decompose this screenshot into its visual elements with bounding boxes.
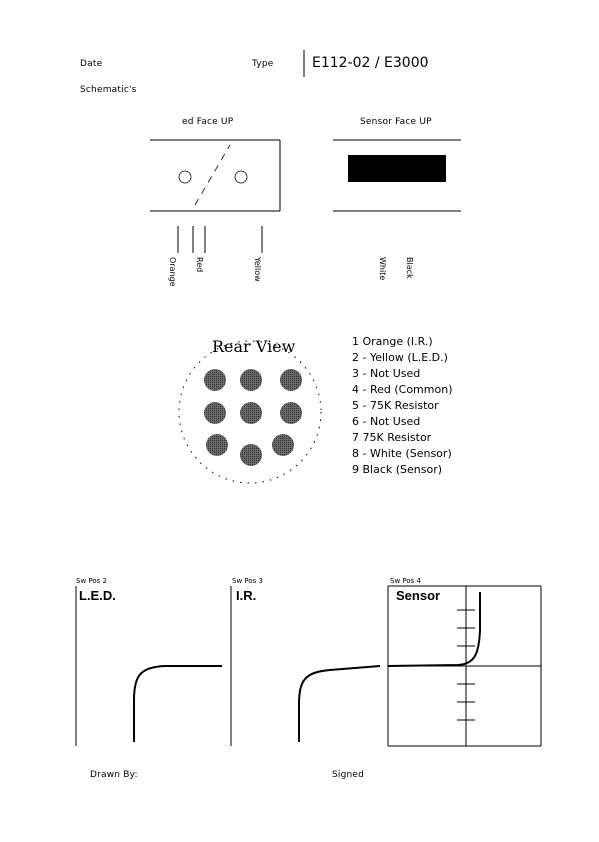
pin-item: 6 - Not Used [352, 415, 421, 428]
connector-pin [204, 369, 226, 391]
pin-item: 5 - 75K Resistor [352, 399, 439, 412]
type-value: E112-02 / E3000 [312, 55, 429, 71]
graph-pos-label-sensor: Sw Pos 4 [390, 577, 421, 585]
rear-view-title: Rear View [212, 337, 296, 356]
pin-item: 3 - Not Used [352, 367, 421, 380]
switch-diagram-title: ed Face UP [182, 117, 234, 127]
connector-pin [240, 402, 262, 424]
pin-list: 1 Orange (I.R.) 2 - Yellow (L.E.D.) 3 - … [352, 334, 452, 478]
pin-item: 4 - Red (Common) [352, 383, 453, 396]
connector-pin [240, 444, 262, 466]
pin-item: 8 - White (Sensor) [352, 447, 452, 460]
switch-contact-left [178, 170, 192, 184]
signed-label: Signed [332, 770, 365, 780]
drawn-by-label: Drawn By: [90, 770, 138, 780]
switch-lever [194, 144, 231, 206]
graph-sensor-curve [387, 592, 481, 667]
graph-ir-curve [298, 665, 381, 742]
connector-pin [240, 369, 262, 391]
sensor-diagram [333, 139, 461, 212]
schematics-label: Schematic's [80, 85, 137, 95]
pin-item: 1 Orange (I.R.) [352, 335, 433, 348]
connector-pin [204, 402, 226, 424]
graph-pos-label-led: Sw Pos 2 [76, 577, 107, 585]
graph-ir [230, 586, 381, 746]
sensor-diagram-title: Sensor Face UP [360, 117, 432, 127]
type-label: Type [252, 59, 274, 69]
graph-pos-label-ir: Sw Pos 3 [232, 577, 263, 585]
date-label: Date [80, 59, 103, 69]
sensor-face [348, 155, 446, 182]
graph-title-ir: I.R. [236, 588, 257, 603]
graph-led-curve [133, 665, 222, 742]
connector-pin [272, 434, 294, 456]
connector-pin [206, 434, 228, 456]
graph-led [75, 586, 222, 746]
switch-diagram [150, 139, 281, 253]
pin-item: 2 - Yellow (L.E.D.) [352, 351, 448, 364]
graph-sensor-ticks [457, 609, 475, 721]
switch-contact-right [234, 170, 248, 184]
graph-sensor [387, 585, 542, 747]
connector-outline [178, 340, 322, 484]
pin-item: 7 75K Resistor [352, 431, 432, 444]
graph-title-led: L.E.D. [79, 588, 116, 603]
rear-view-connector [178, 340, 322, 484]
pin-item: 9 Black (Sensor) [352, 463, 443, 476]
connector-pin [280, 369, 302, 391]
graph-title-sensor: Sensor [396, 588, 441, 603]
connector-pin [280, 402, 302, 424]
